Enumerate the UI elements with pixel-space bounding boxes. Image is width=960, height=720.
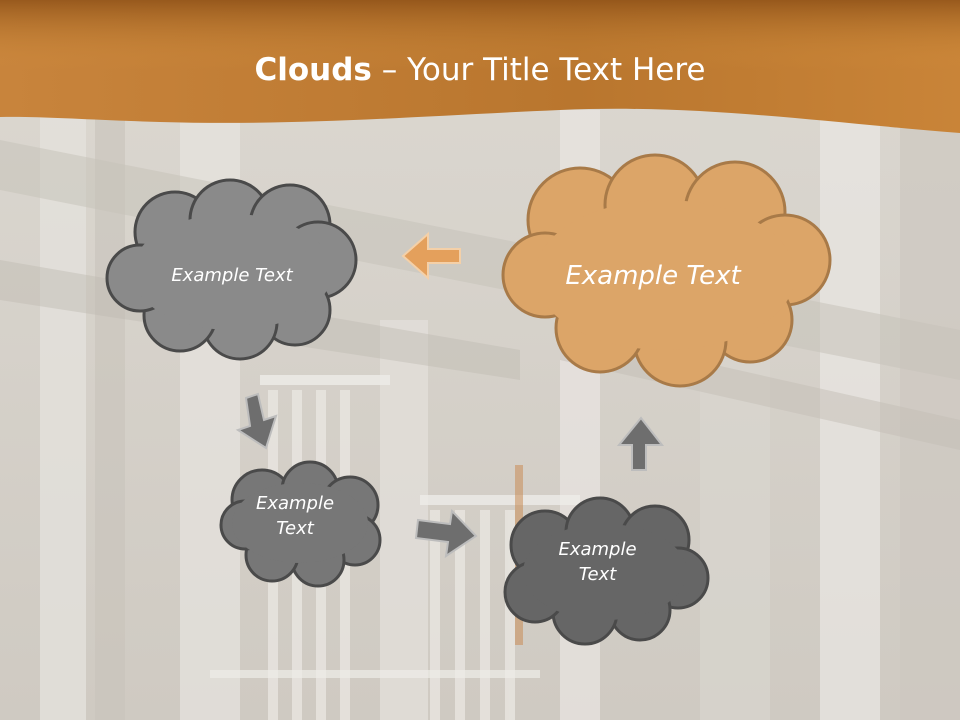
cloud-text-four: Example Text: [530, 537, 665, 587]
header-band: [0, 0, 960, 133]
cloud-text-three-line1: Example: [255, 493, 335, 514]
cloud-text-three-line2: Text: [276, 518, 314, 540]
arrow-down-gray: [235, 392, 278, 450]
arrow-left-orange: [401, 231, 461, 281]
title-rest: Your Title Text Here: [407, 52, 706, 88]
cloud-text-one: Example Text: [171, 265, 293, 286]
slide-title: Clouds – Your Title Text Here: [0, 52, 960, 88]
cloud-text-four-line2: Text: [578, 564, 617, 586]
title-dash: –: [371, 52, 408, 88]
cloud-text-two: Example Text: [565, 261, 741, 291]
cloud-text-four-line1: Example: [558, 539, 637, 560]
cloud-text-three: Example Text: [230, 491, 360, 541]
arrow-up-gray: [616, 416, 665, 471]
arrow-right-gray: [414, 508, 478, 559]
title-bold: Clouds: [254, 52, 372, 88]
